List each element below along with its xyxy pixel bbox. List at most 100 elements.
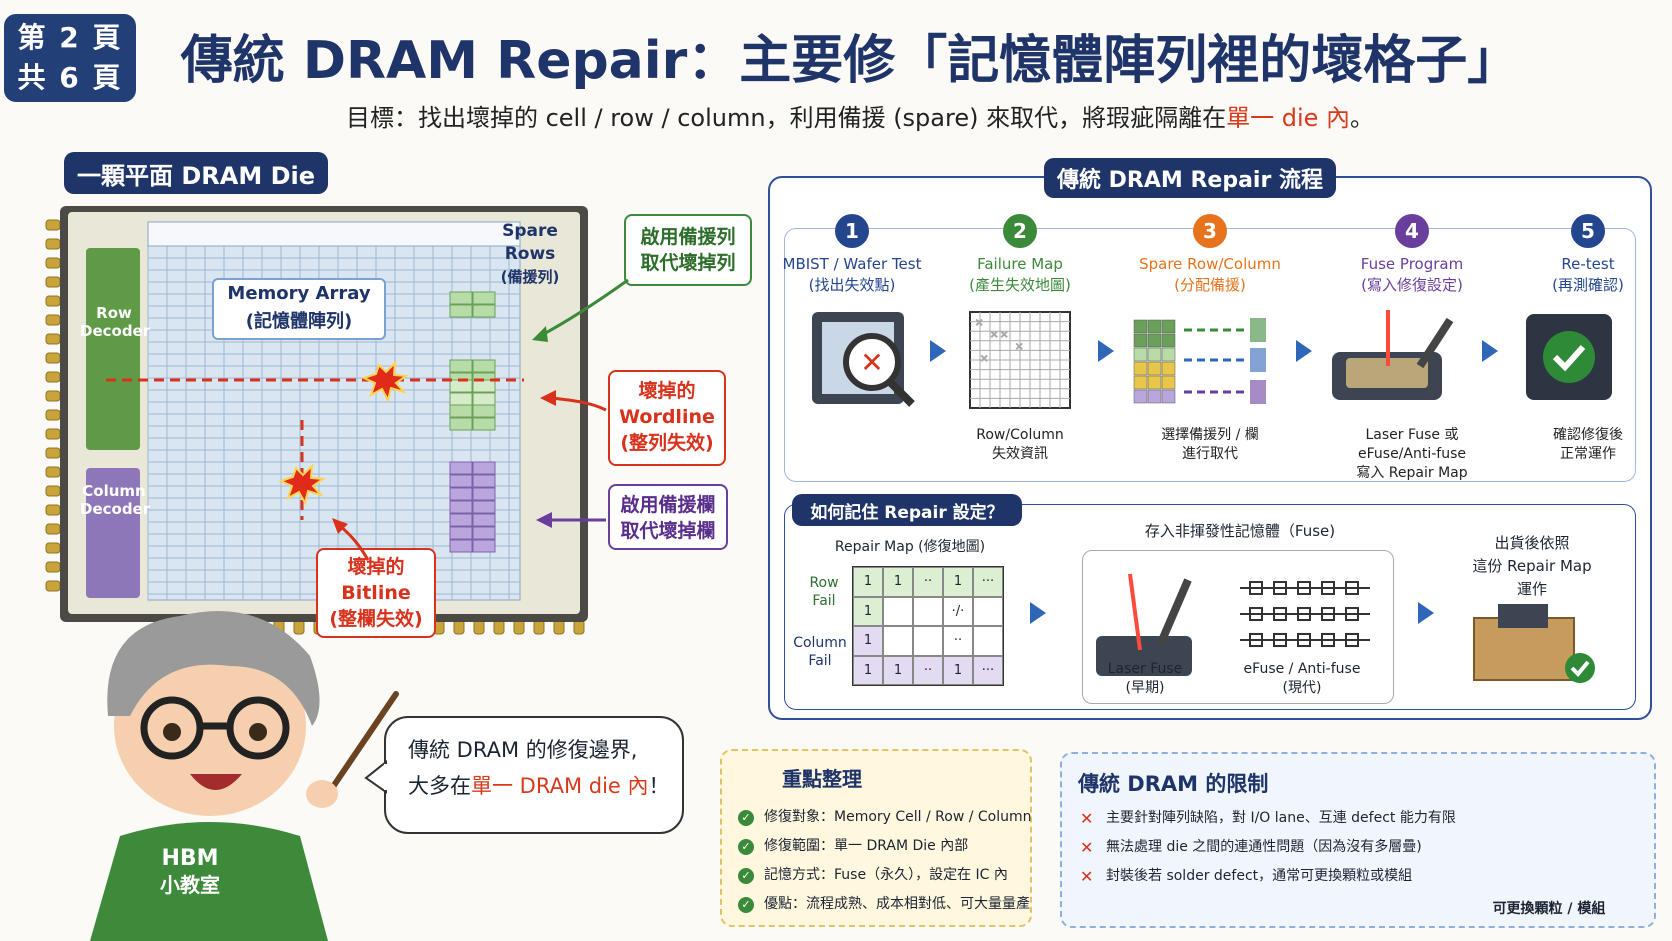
repair-map-cell: 1 bbox=[853, 655, 883, 685]
callout-bad-bitline-line1: 壞掉的 bbox=[347, 556, 405, 578]
svg-text:✕: ✕ bbox=[860, 346, 883, 379]
limit-text: 封裝後若 solder defect，通常可更換顆粒或模組 bbox=[1106, 868, 1413, 884]
page-badge: 第 2 頁 共 6 頁 bbox=[4, 14, 136, 102]
callout-spare-row-line1: 啟用備援列 bbox=[640, 226, 736, 248]
column-fail-line1: Column bbox=[793, 635, 847, 651]
repair-map-cell: 1 bbox=[883, 567, 913, 597]
flow-heading: 傳統 DRAM Repair 流程 bbox=[1044, 158, 1336, 198]
memory-arrow-1 bbox=[1030, 602, 1046, 624]
mascot-shirt: HBM 小教室 bbox=[150, 846, 230, 898]
check-icon: ✓ bbox=[738, 838, 754, 855]
callout-spare-column: 啟用備援欄 取代壞掉欄 bbox=[608, 484, 728, 550]
step-5-title1: Re-test bbox=[1561, 255, 1615, 273]
step-3-caption: 選擇備援列 / 欄進行取代 bbox=[1120, 426, 1300, 464]
limit-text: 無法處理 die 之間的連通性問題（因為沒有多層疊) bbox=[1106, 839, 1422, 855]
step-4-number: 4 bbox=[1395, 214, 1429, 248]
repair-map-cell bbox=[913, 596, 943, 626]
spare-rows-line1: Spare bbox=[502, 221, 558, 241]
step-2-caption: Row/Column 失效資訊 bbox=[930, 426, 1110, 464]
callout-spare-column-line1: 啟用備援欄 bbox=[620, 494, 716, 516]
key-point-text: 修復範圍：單一 DRAM Die 內部 bbox=[764, 838, 969, 854]
step-3-title2: (分配備援) bbox=[1174, 276, 1246, 294]
step-5-number: 5 bbox=[1571, 214, 1605, 248]
repair-map-cell: 1 bbox=[943, 655, 973, 685]
key-point-item: ✓修復對象：Memory Cell / Row / Column bbox=[738, 803, 1032, 832]
callout-bad-wordline: 壞掉的 Wordline (整列失效) bbox=[608, 370, 726, 466]
step-2-title1: Failure Map bbox=[977, 255, 1063, 273]
laser-fuse-label: Laser Fuse (早期) bbox=[1090, 660, 1200, 698]
bubble-line1: 傳統 DRAM 的修復邊界, bbox=[408, 738, 638, 762]
key-points-list: ✓修復對象：Memory Cell / Row / Column ✓ 修復範圍：單一… bbox=[738, 803, 1032, 919]
repair-map-cell: 1 bbox=[883, 655, 913, 685]
memory-array-subtitle: (記憶體陣列) bbox=[245, 311, 353, 332]
subtitle-text: 目標：找出壞掉的 cell / row / column，利用備援 (spare… bbox=[345, 104, 1227, 132]
column-fail-line2: Fail bbox=[808, 653, 832, 669]
row-fail-line1: Row bbox=[809, 575, 839, 591]
repair-map-title: Repair Map (修復地圖) bbox=[834, 539, 986, 555]
flow-arrow-3 bbox=[1296, 340, 1312, 362]
key-point-text: 優點：流程成熟、成本相對低、可大量量產 bbox=[764, 896, 1030, 912]
step-1-number: 1 bbox=[835, 214, 869, 248]
repair-map-cell bbox=[973, 626, 1003, 656]
step-5-cap1: 確認修復後 bbox=[1553, 427, 1623, 443]
nvm-title: 存入非揮發性記憶體（Fuse) bbox=[1144, 522, 1336, 540]
memory-array-title: Memory Array bbox=[227, 283, 371, 304]
speech-bubble: 傳統 DRAM 的修復邊界, 大多在單一 DRAM die 內！ bbox=[384, 716, 684, 834]
cross-icon: ✕ bbox=[1080, 867, 1094, 886]
subtitle-highlight: 單一 die 內 bbox=[1226, 104, 1351, 132]
limits-panel: 傳統 DRAM 的限制 ✕主要針對陣列缺陷，對 I/O lane、互連 defe… bbox=[1060, 752, 1656, 928]
step-4-title1: Fuse Program bbox=[1360, 255, 1464, 273]
callout-spare-row: 啟用備援列 取代壞掉列 bbox=[624, 214, 752, 286]
repair-map-cell bbox=[973, 596, 1003, 626]
ship-line1: 出貨後依照 bbox=[1494, 534, 1570, 552]
module-caption: 可更換顆粒 / 模組 bbox=[1492, 901, 1606, 917]
key-point-item: ✓ 修復範圍：單一 DRAM Die 內部 bbox=[738, 832, 1032, 861]
bubble-tail bbox=[364, 760, 388, 794]
limits-list: ✕主要針對陣列缺陷，對 I/O lane、互連 defect 能力有限✕無法處理… bbox=[1080, 804, 1456, 891]
repair-map-cell: ·· bbox=[913, 567, 943, 597]
callout-bad-wordline-line1: 壞掉的 bbox=[638, 380, 696, 402]
svg-text:✕: ✕ bbox=[1000, 330, 1008, 341]
svg-text:✕: ✕ bbox=[975, 318, 983, 329]
repair-map-cell: ·· bbox=[943, 626, 973, 656]
repair-map-cell: 1 bbox=[853, 596, 883, 626]
cross-icon: ✕ bbox=[1080, 838, 1094, 857]
key-point-item: ✓記憶方式：Fuse（永久），設定在 IC 內 bbox=[738, 861, 1032, 890]
flow-arrow-1 bbox=[930, 340, 946, 362]
repair-map-cell: ·/· bbox=[943, 596, 973, 626]
ship-label: 出貨後依照 這份 Repair Map 運作 bbox=[1452, 532, 1612, 601]
step-2-number: 2 bbox=[1003, 214, 1037, 248]
step-2-cap1: Row/Column bbox=[976, 427, 1064, 443]
key-point-item: ✓優點：流程成熟、成本相對低、可大量量產 bbox=[738, 890, 1032, 919]
step-2-title2: (產生失效地圖) bbox=[969, 276, 1071, 294]
bubble-line2: 大多在單一 DRAM die 內！ bbox=[408, 768, 670, 804]
row-decoder-label: Row Decoder bbox=[80, 304, 151, 340]
efuse-line1: eFuse / Anti-fuse bbox=[1243, 661, 1361, 677]
step-4-cap3: 寫入 Repair Map bbox=[1356, 465, 1468, 481]
efuse-label: eFuse / Anti-fuse (現代) bbox=[1222, 660, 1382, 698]
step-3-title: Spare Row/Column(分配備援) bbox=[1120, 254, 1300, 296]
callout-bad-wordline-line2: Wordline bbox=[619, 406, 715, 428]
cross-icon: ✕ bbox=[1080, 809, 1094, 828]
step-1-title: MBIST / Wafer Test (找出失效點) bbox=[762, 254, 942, 296]
step-3-cap2: 進行取代 bbox=[1182, 446, 1238, 462]
step-1-title2: (找出失效點) bbox=[808, 276, 896, 294]
step-5-caption: 確認修復後正常運作 bbox=[1498, 426, 1672, 464]
svg-text:✕: ✕ bbox=[980, 354, 988, 365]
limit-item: ✕ 無法處理 die 之間的連通性問題（因為沒有多層疊) bbox=[1080, 833, 1456, 862]
repair-map-cell bbox=[883, 626, 913, 656]
column-fail-label: Column Fail bbox=[790, 634, 850, 670]
step-1-title1: MBIST / Wafer Test bbox=[782, 255, 922, 273]
ship-line2: 這份 Repair Map bbox=[1472, 557, 1592, 575]
memory-array-label: Memory Array (記憶體陣列) bbox=[212, 278, 386, 340]
page-total: 共 6 頁 bbox=[17, 61, 123, 94]
callout-bad-bitline-line3: (整欄失效) bbox=[329, 608, 423, 630]
step-5-title2: (再測確認) bbox=[1552, 276, 1624, 294]
repair-map-cell: 1 bbox=[853, 567, 883, 597]
repair-map-cell: ··· bbox=[973, 655, 1003, 685]
mascot-shirt-line2: 小教室 bbox=[160, 873, 220, 897]
column-decoder-label: Column Decoder bbox=[80, 482, 151, 518]
key-points-heading: 重點整理 bbox=[782, 767, 862, 791]
step-2-cap2: 失效資訊 bbox=[992, 446, 1048, 462]
